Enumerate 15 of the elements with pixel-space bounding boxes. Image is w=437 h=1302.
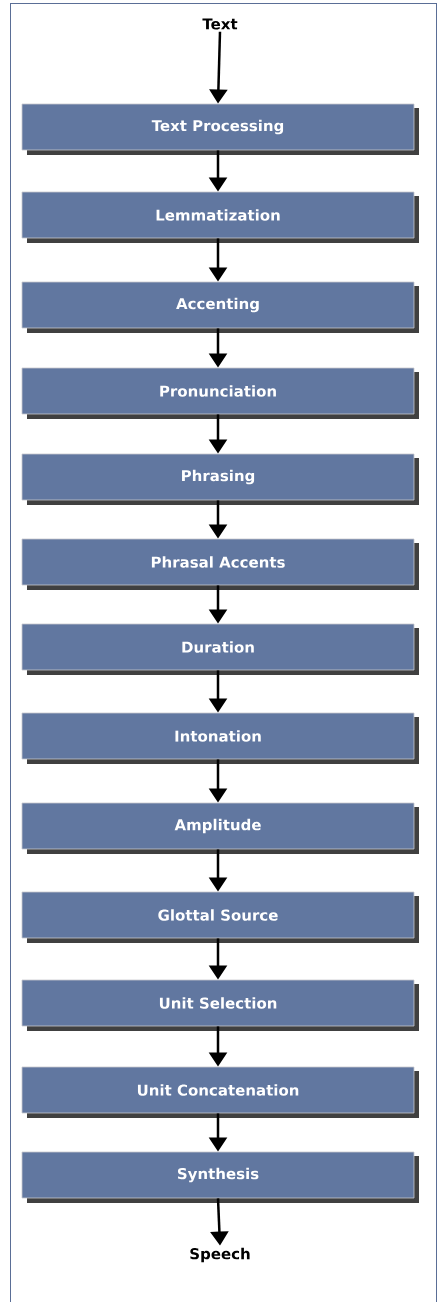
terminal-label: Text bbox=[202, 18, 238, 30]
process-box: Lemmatization bbox=[21, 191, 419, 243]
process-box: Amplitude bbox=[21, 802, 419, 854]
process-box: Accenting bbox=[21, 281, 419, 333]
process-box: Phrasal Accents bbox=[21, 538, 419, 590]
process-box: Duration bbox=[21, 623, 419, 675]
process-box: Phrasing bbox=[21, 453, 419, 505]
process-box: Unit Selection bbox=[21, 979, 419, 1031]
process-box: Pronunciation bbox=[21, 367, 419, 419]
process-box: Synthesis bbox=[21, 1151, 419, 1203]
terminal-label: Speech bbox=[190, 1247, 250, 1263]
process-box: Text Processing bbox=[21, 103, 419, 155]
process-box: Intonation bbox=[21, 712, 419, 764]
process-box: Unit Concatenation bbox=[21, 1066, 419, 1118]
process-box: Glottal Source bbox=[21, 891, 419, 943]
